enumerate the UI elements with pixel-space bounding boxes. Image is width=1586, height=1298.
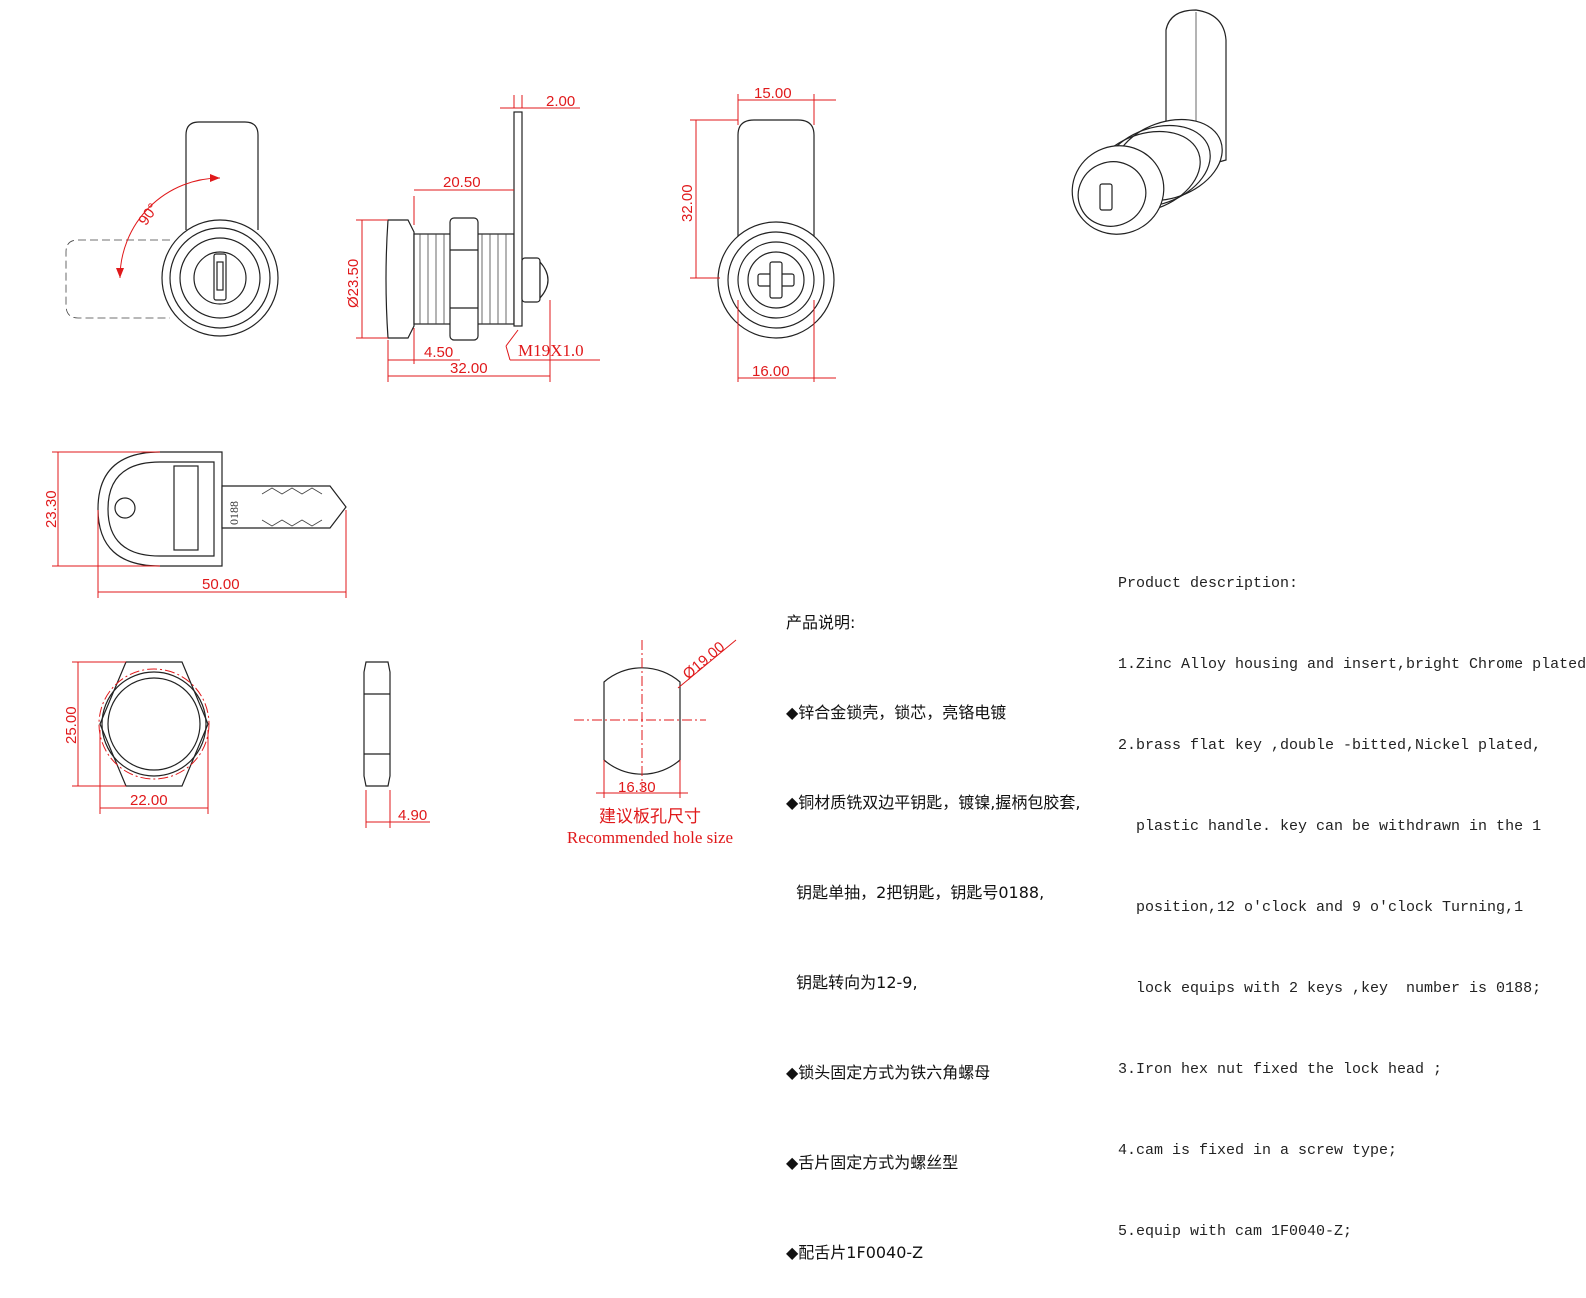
description-cn-title: 产品说明: xyxy=(786,613,856,632)
body-width-dim: 16.00 xyxy=(752,363,790,380)
nut-height-dim: 25.00 xyxy=(63,706,80,744)
description-en-item: position,12 o'clock and 9 o'clock Turnin… xyxy=(1118,899,1524,916)
thread-spec-label: M19X1.0 xyxy=(518,341,584,360)
hole-caption-en: Recommended hole size xyxy=(566,828,734,847)
description-cn-item: ◆铜材质铣双边平钥匙，镀镍,握柄包胶套, xyxy=(786,793,1081,812)
hex-nut-side: 4.90 xyxy=(363,661,430,828)
description-cn-item: 钥匙单抽，2把钥匙，钥匙号0188, xyxy=(786,883,1045,902)
description-en-title: Product description: xyxy=(1118,575,1299,592)
description-en-item: 4.cam is fixed in a screw type; xyxy=(1118,1142,1398,1159)
front-view-rotation: 90° xyxy=(65,121,279,337)
isometric-view xyxy=(1071,9,1227,235)
description-en-item: 5.equip with cam 1F0040-Z; xyxy=(1118,1223,1353,1240)
nut-thickness-dim: 4.90 xyxy=(398,807,427,824)
description-en-item: 1.Zinc Alloy housing and insert,bright C… xyxy=(1118,656,1586,673)
description-en-item: 3.Iron hex nut fixed the lock head ; xyxy=(1118,1061,1443,1078)
hole-flat-dim: 16.30 xyxy=(618,779,656,796)
body-length-dim: 32.00 xyxy=(450,360,488,377)
hex-nut-front: 25.00 22.00 xyxy=(63,661,210,814)
technical-drawing: 90° 2.00 20.50 Ø23.50 xyxy=(43,9,1227,828)
rear-view: 15.00 32.00 16.00 xyxy=(679,85,836,382)
description-en-item: plastic handle. key can be withdrawn in … xyxy=(1118,818,1542,835)
description-cn-item: ◆锁头固定方式为铁六角螺母 xyxy=(786,1063,991,1082)
key-number-stamp: 0188 xyxy=(227,501,241,525)
recommended-hole: Ø19.00 16.30 xyxy=(574,638,737,798)
side-view: 2.00 20.50 Ø23.50 M19X1.0 4.50 32.00 xyxy=(345,93,600,382)
description-cn: 产品说明: ◆锌合金锁壳，锁芯，亮铬电镀 ◆铜材质铣双边平钥匙，镀镍,握柄包胶套… xyxy=(786,548,1080,1298)
hole-diameter-dim: Ø19.00 xyxy=(680,638,729,683)
head-depth-dim: 4.50 xyxy=(424,344,453,361)
nut-width-dim: 22.00 xyxy=(130,792,168,809)
description-cn-item: ◆舌片固定方式为螺丝型 xyxy=(786,1153,959,1172)
key-height-dim: 23.30 xyxy=(43,490,60,528)
cam-height-dim: 32.00 xyxy=(679,184,696,222)
cam-length-dim: 20.50 xyxy=(443,174,481,191)
rotation-angle-label: 90° xyxy=(135,200,162,228)
description-cn-item: ◆锌合金锁壳，锁芯，亮铬电镀 xyxy=(786,703,1007,722)
description-cn-item: 钥匙转向为12-9, xyxy=(786,973,918,992)
cam-width-dim: 15.00 xyxy=(754,85,792,102)
description-en-item: 2.brass flat key ,double -bitted,Nickel … xyxy=(1118,737,1542,754)
description-en-item: lock equips with 2 keys ,key number is 0… xyxy=(1118,980,1542,997)
description-en: Product description: 1.Zinc Alloy housin… xyxy=(1118,516,1586,1272)
cam-thickness-dim: 2.00 xyxy=(546,93,575,110)
description-cn-item: ◆配舌片1F0040-Z xyxy=(786,1243,924,1262)
key-view: 0188 23.30 50.00 xyxy=(43,451,347,598)
key-length-dim: 50.00 xyxy=(202,576,240,593)
head-diameter-dim: Ø23.50 xyxy=(345,259,362,308)
hole-caption-cn: 建议板孔尺寸 xyxy=(599,807,701,827)
